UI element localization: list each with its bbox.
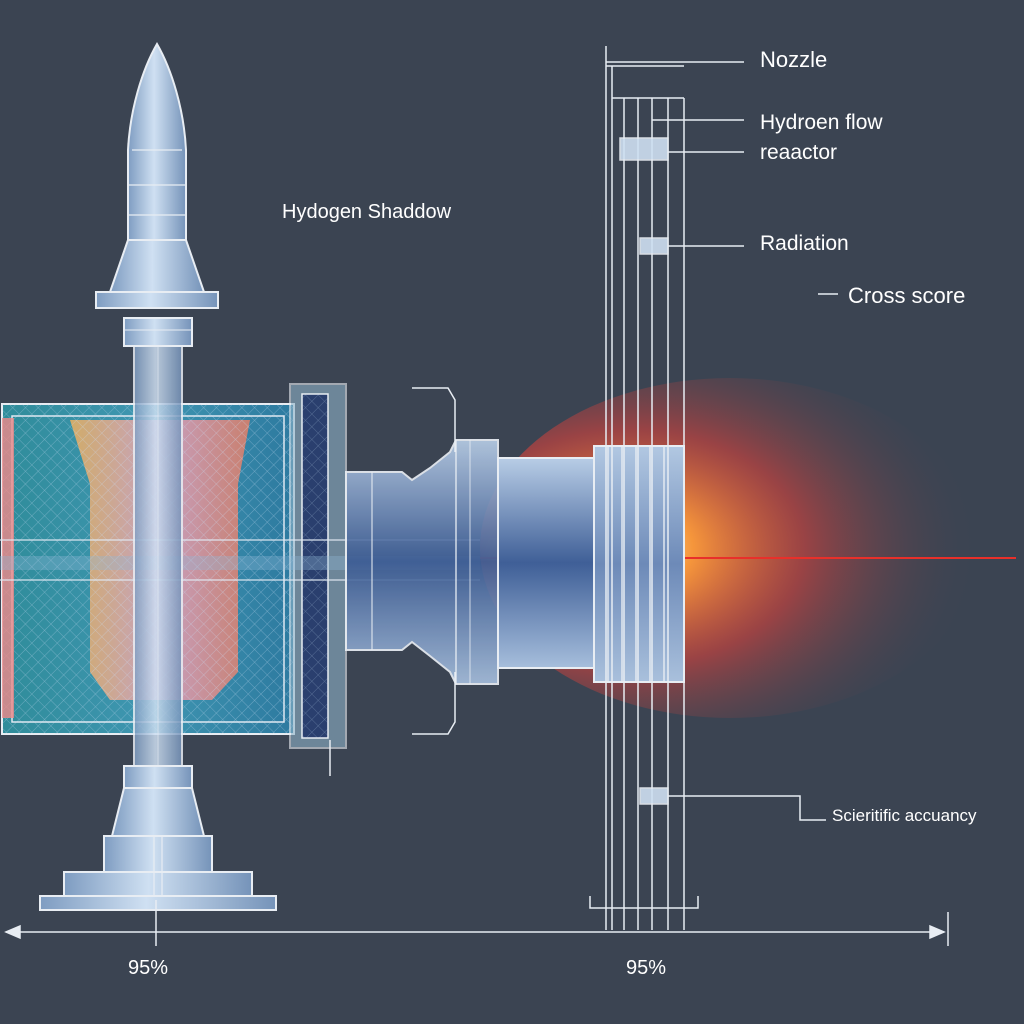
nozzle-body — [329, 387, 685, 776]
dimension-label-left: 95% — [128, 957, 169, 979]
dimension-line — [4, 900, 949, 946]
sensor-blocks — [619, 137, 669, 805]
label-scientific-accuracy: Scieritific accuancy — [832, 806, 977, 825]
label-cross-score: Cross score — [848, 283, 966, 308]
dimension-label-right: 95% — [626, 957, 667, 979]
label-radiation: Radiation — [760, 232, 849, 255]
label-hydrogen-flow: Hydroen flow — [760, 111, 883, 134]
leader-lines — [606, 61, 838, 821]
label-hydrogen-flow-group: Hydroen flow reaactor — [760, 108, 883, 168]
label-reactor: reaactor — [760, 141, 838, 164]
label-nozzle: Nozzle — [760, 47, 828, 72]
rocket-shaft — [39, 41, 277, 911]
label-hydrogen-shadow: Hydogen Shaddow — [282, 201, 452, 223]
